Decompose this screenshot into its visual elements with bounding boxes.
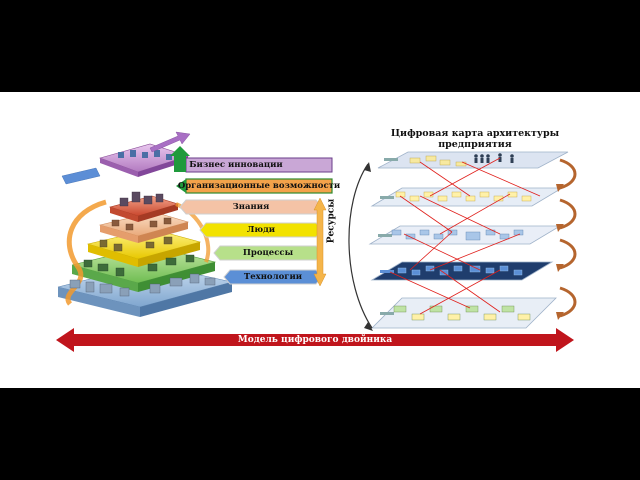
slide: Бизнес инновации Организационные возможн… — [0, 92, 640, 388]
digital-twin-label: Модель цифрового двойника — [237, 335, 393, 345]
layer-label-technologies: Технологии — [243, 272, 303, 282]
enterprise-pyramid-illustration — [57, 131, 233, 317]
digital-twin-arrow — [56, 328, 574, 352]
layer-label-org-capabilities: Организационные возможности — [177, 181, 341, 191]
layer-label-processes: Процессы — [242, 248, 294, 258]
diagram-title: Цифровая карта архитектуры предприятия — [390, 128, 560, 150]
layer-label-people: Люди — [246, 225, 276, 235]
architecture-map-illustration — [348, 151, 577, 331]
layer-label-business-innovation: Бизнес инновации — [189, 160, 283, 170]
layer-arrows — [170, 146, 333, 287]
layer-label-knowledge: Знания — [232, 202, 270, 212]
